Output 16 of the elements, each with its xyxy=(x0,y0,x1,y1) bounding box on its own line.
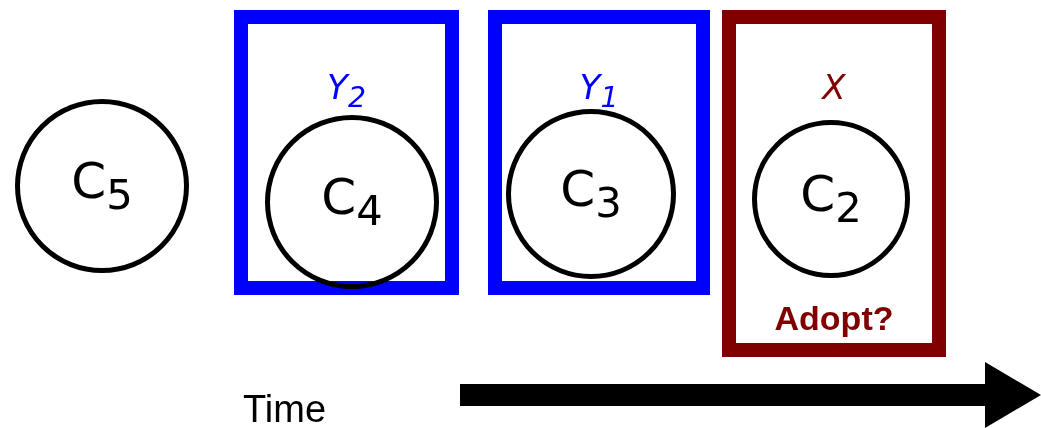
axis-label: Time xyxy=(243,390,327,428)
group-frame xyxy=(234,10,459,295)
frame-title: Y$_{1}$ xyxy=(578,70,620,113)
frame-title: Y$_{2}$ xyxy=(326,70,367,113)
node-circle xyxy=(752,120,910,278)
node-circle xyxy=(506,109,676,279)
node-label: C$_{2}$ xyxy=(800,169,862,229)
node-circle xyxy=(15,99,189,273)
node-label: C$_{4}$ xyxy=(321,172,383,232)
frame-title: X xyxy=(820,70,847,104)
group-frame xyxy=(722,10,946,357)
node-label: C$_{3}$ xyxy=(560,164,622,224)
node-circle xyxy=(265,115,439,289)
node-label: C$_{5}$ xyxy=(71,156,133,216)
frame-caption: Adopt? xyxy=(773,301,895,335)
group-frame xyxy=(488,10,710,295)
